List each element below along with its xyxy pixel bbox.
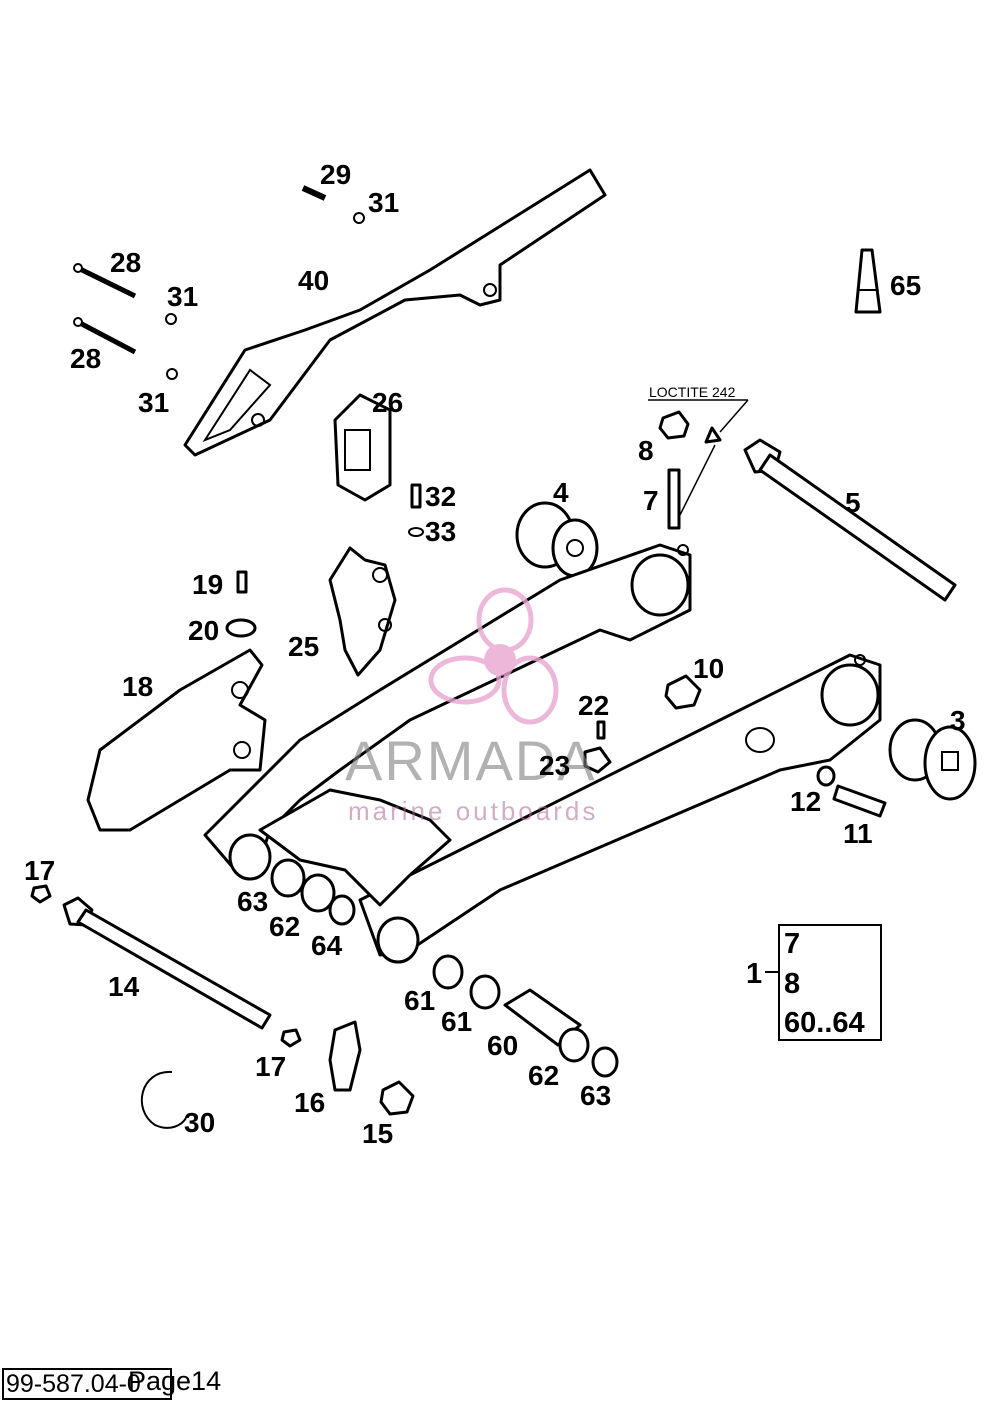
kit-item-1: 7 [784, 928, 800, 960]
callout-29: 29 [320, 159, 351, 190]
bearing-61-a [432, 954, 464, 990]
loctite-label: LOCTITE 242 [649, 384, 736, 400]
callout-16: 16 [294, 1087, 325, 1118]
callout-40: 40 [298, 265, 329, 296]
callout-28: 28 [110, 247, 141, 278]
loctite-leader-2 [679, 444, 716, 516]
eccentric-bushing-3 [888, 718, 977, 801]
grease-tube [854, 248, 882, 314]
callout-11: 11 [843, 818, 873, 849]
screw-19 [236, 570, 248, 594]
callout-62: 62 [269, 911, 300, 942]
callout-26: 26 [372, 387, 403, 418]
bolt-11 [832, 784, 887, 818]
eccentric-bushing-4 [515, 501, 599, 578]
washer-31-b [165, 313, 177, 325]
callout-60: 60 [487, 1030, 518, 1061]
cap-17-a [30, 884, 52, 904]
watermark: ARMADA marine outboards [345, 587, 598, 826]
propeller-logo [428, 587, 559, 725]
callout-31: 31 [167, 281, 198, 312]
thread-lock-drop [704, 426, 722, 444]
callout-62: 62 [528, 1060, 559, 1091]
screw-22 [596, 720, 606, 740]
callout-64: 64 [311, 930, 343, 961]
callout-3: 3 [950, 705, 966, 736]
kit-number: 1 [746, 958, 762, 990]
callout-32: 32 [425, 481, 456, 512]
callout-20: 20 [188, 615, 219, 646]
seal-63-a [270, 858, 306, 898]
callout-4: 4 [553, 477, 569, 508]
kit-item-2: 8 [784, 968, 800, 1000]
bolt-32 [410, 483, 422, 509]
bolt-28-lower [73, 317, 137, 355]
callout-17: 17 [24, 855, 55, 886]
bushing-62-b [558, 1027, 590, 1063]
stud-7 [667, 468, 681, 530]
callout-61: 61 [404, 985, 435, 1016]
watermark-tagline: marine outboards [348, 796, 598, 826]
washer-31-a [353, 212, 365, 224]
seal-63-b [591, 1046, 619, 1078]
chain-guard [183, 168, 607, 457]
callout-22: 22 [578, 690, 609, 721]
retaining-ring-30 [140, 1070, 187, 1129]
nut-10 [664, 674, 702, 710]
callout-14: 14 [108, 971, 140, 1002]
sleeve-60 [503, 988, 582, 1047]
swingarm [203, 543, 882, 964]
callout-12: 12 [790, 786, 821, 817]
callout-31: 31 [138, 387, 169, 418]
callout-23: 23 [539, 750, 570, 781]
callout-30: 30 [184, 1107, 215, 1138]
callout-8: 8 [638, 435, 654, 466]
bracket-16 [328, 1020, 362, 1092]
bearing-61-b [469, 974, 501, 1010]
nut-8 [658, 410, 690, 440]
bolt-28-upper [73, 263, 137, 299]
bolt-29 [301, 185, 327, 201]
washer-31-c [166, 368, 178, 380]
callout-63: 63 [237, 886, 268, 917]
washer-12 [816, 765, 836, 787]
document-code-box: 99-587.04-0 [2, 1368, 172, 1400]
callout-5: 5 [845, 487, 861, 518]
callout-17: 17 [255, 1051, 286, 1082]
callout-25: 25 [288, 631, 319, 662]
nut-15 [379, 1080, 415, 1116]
cap-17-b [280, 1028, 302, 1048]
callout-19: 19 [192, 569, 223, 600]
callout-7: 7 [643, 485, 659, 516]
callout-18: 18 [122, 671, 153, 702]
chain-slider-block [333, 393, 392, 502]
washer-20 [225, 618, 257, 638]
swingarm-pivot-axle [743, 438, 957, 602]
chain-slider-18 [86, 648, 267, 832]
callout-10: 10 [693, 653, 724, 684]
callout-63: 63 [580, 1080, 611, 1111]
callout-labels: 29 31 28 31 40 28 31 65 26 8 7 5 4 32 33… [24, 159, 966, 1149]
bushing-62-a [300, 873, 336, 913]
pivot-bolt-14 [62, 896, 272, 1030]
callout-15: 15 [362, 1118, 393, 1149]
page-number: Page14 [128, 1366, 222, 1396]
callout-28: 28 [70, 343, 101, 374]
callout-65: 65 [890, 270, 921, 301]
kit-item-3: 60..64 [784, 1007, 865, 1039]
kit-box [778, 924, 882, 1041]
ring-64 [328, 894, 356, 926]
clamp-23 [583, 746, 612, 774]
bracket-25 [328, 546, 397, 677]
callout-31: 31 [368, 187, 399, 218]
loctite-leader [719, 399, 749, 433]
callout-61: 61 [441, 1006, 472, 1037]
callout-33: 33 [425, 516, 456, 547]
washer-33 [408, 527, 424, 537]
watermark-brand: ARMADA [345, 729, 597, 792]
